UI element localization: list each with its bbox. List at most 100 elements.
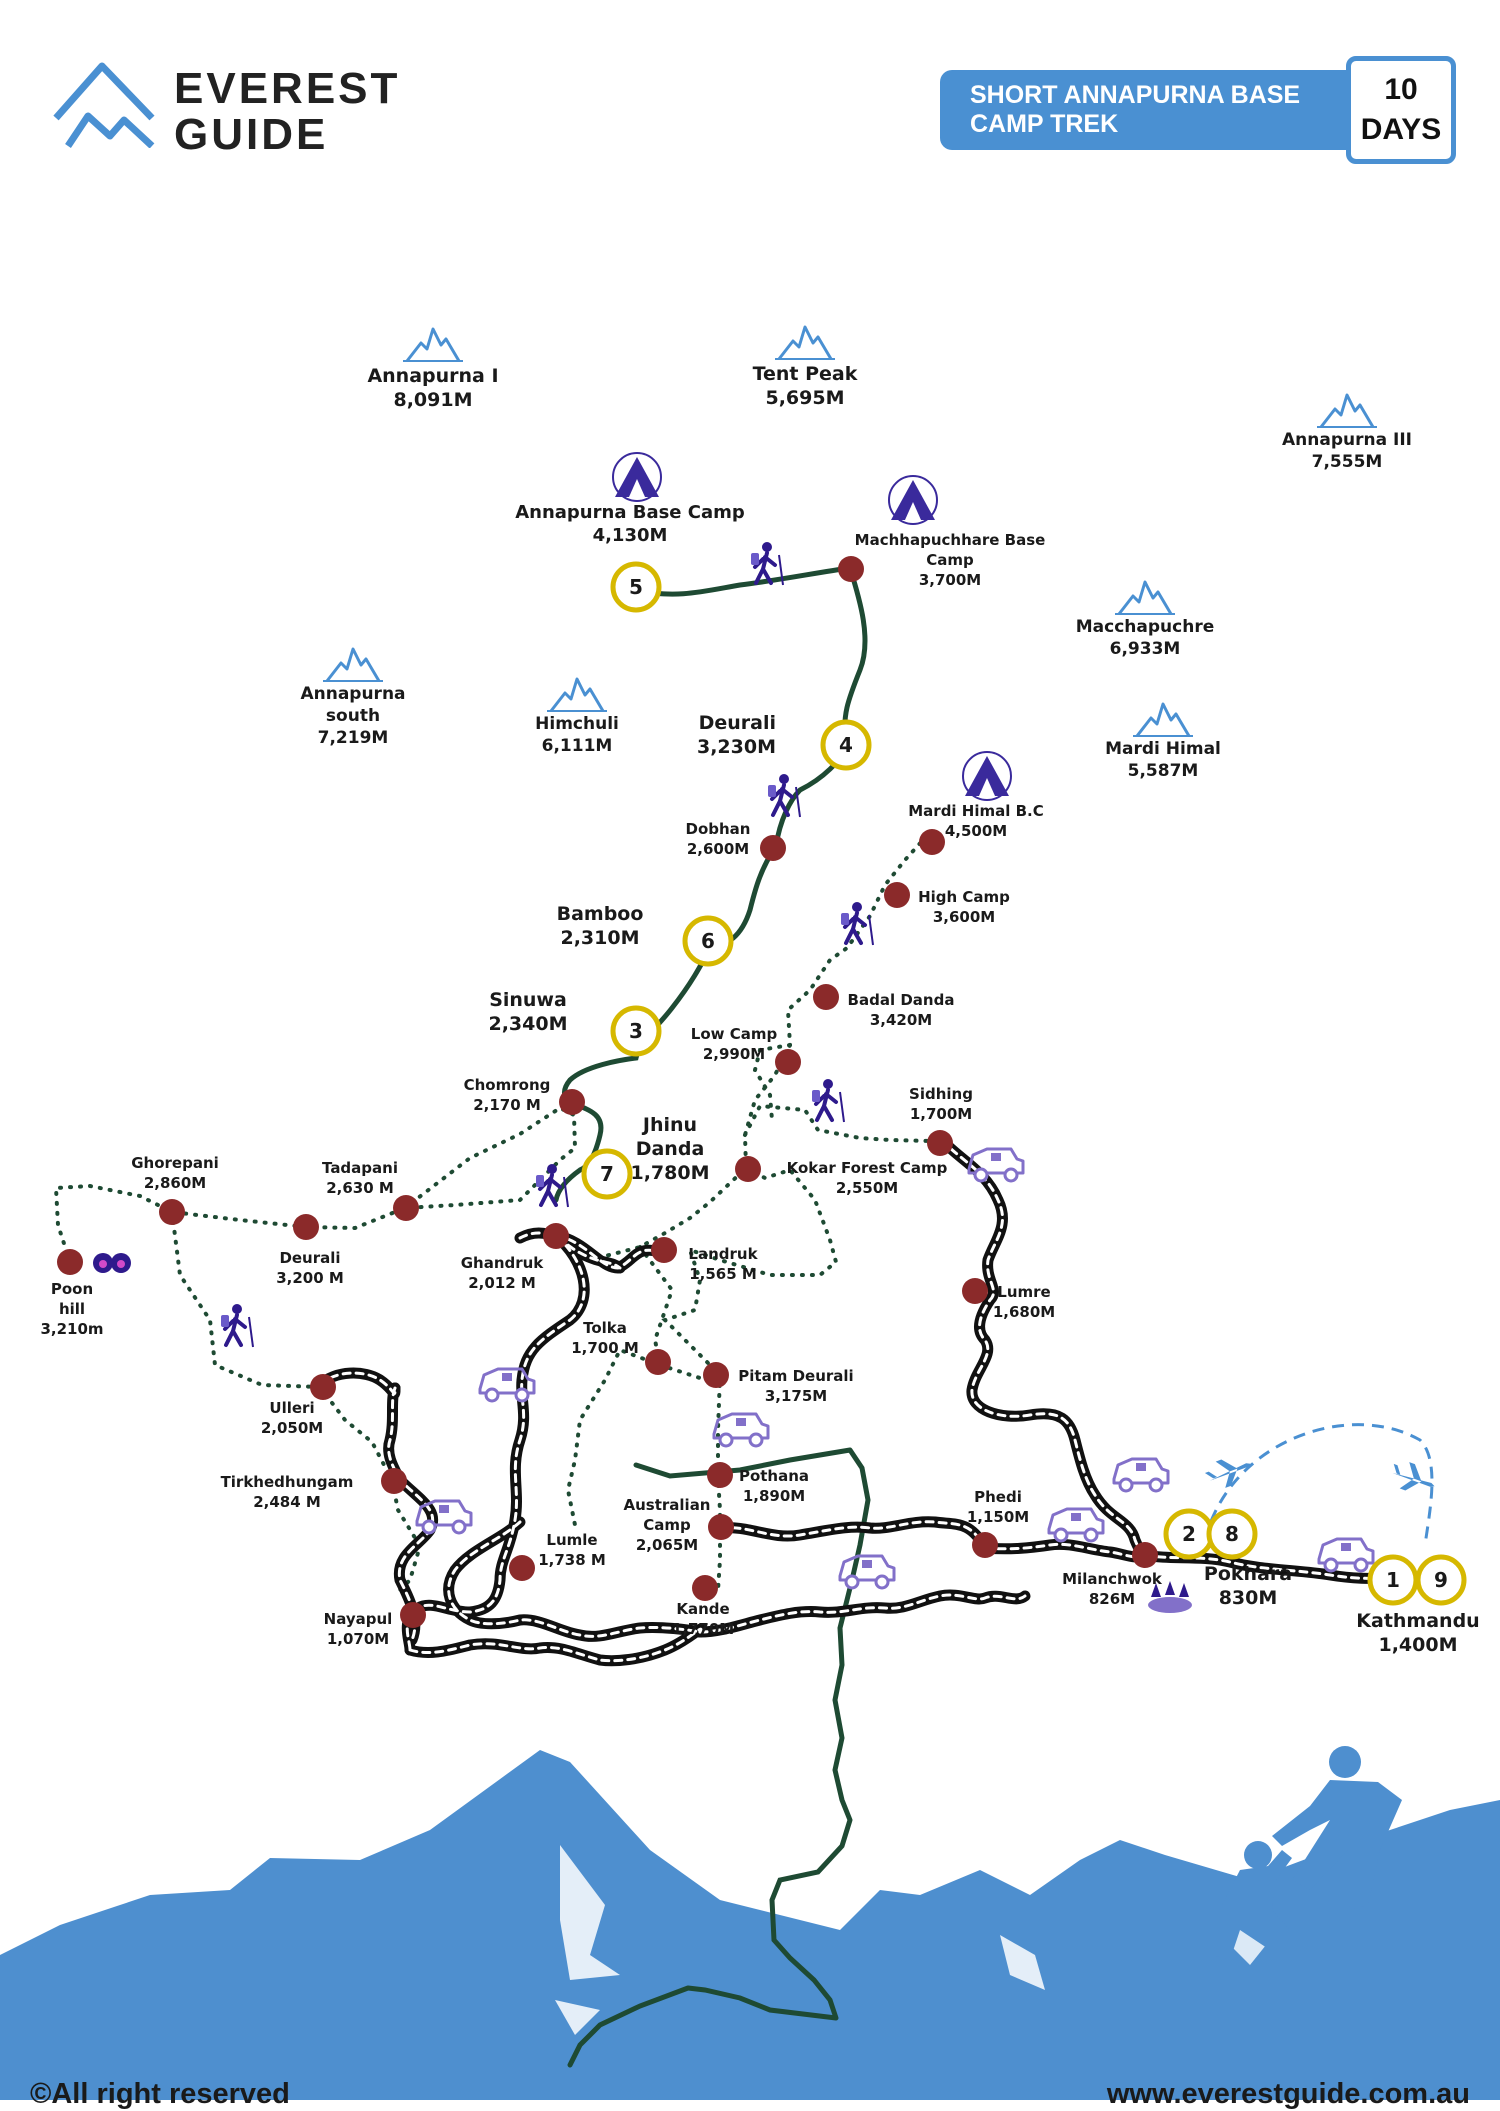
- mountain-silhouette: [0, 1750, 1500, 2100]
- waypoint-marker: [775, 1049, 801, 1075]
- waypoint-4-name: High Camp: [918, 888, 1010, 906]
- waypoint-marker: [972, 1532, 998, 1558]
- waypoint-22-name: Phedi: [974, 1488, 1022, 1506]
- peak-icon: [1315, 393, 1379, 429]
- days-badge: 10 DAYS: [1346, 56, 1456, 164]
- waypoint-5-name: Badal Danda: [848, 991, 955, 1009]
- day-7-number: 7: [600, 1162, 614, 1186]
- waypoint-15-elevation: 1,700 M: [571, 1339, 639, 1357]
- waypoint-marker: [838, 556, 864, 582]
- website-link[interactable]: www.everestguide.com.au: [1106, 2078, 1470, 2110]
- waypoint-16-elevation: 3,175M: [765, 1387, 827, 1405]
- waypoint-12-name: hill: [59, 1300, 85, 1318]
- day-6-ring: [682, 915, 734, 967]
- waypoint-10-elevation: 2,630 M: [326, 1179, 394, 1197]
- jeep-icon: [478, 1367, 536, 1403]
- lake-icon: [1148, 1581, 1192, 1613]
- peak-1-elevation: 5,695M: [765, 387, 844, 409]
- day-3-ring: [610, 1005, 662, 1057]
- waypoint-11-name: Deurali: [279, 1249, 340, 1267]
- waypoint-21-name: Camp: [643, 1516, 691, 1534]
- waypoint-marker: [651, 1237, 677, 1263]
- peak-0-elevation: 8,091M: [393, 389, 472, 411]
- waypoint-24-elevation: 1,738 M: [538, 1551, 606, 1569]
- waypoint-marker: [962, 1278, 988, 1304]
- waypoint-9-elevation: 2,860M: [144, 1174, 206, 1192]
- waypoint-2-elevation: 2,170 M: [473, 1096, 541, 1114]
- day-3-label-elevation: 2,340M: [488, 1013, 567, 1035]
- brand-line-1: EVEREST: [174, 64, 401, 113]
- day-1-label-elevation: 1,400M: [1378, 1634, 1457, 1656]
- waypoint-19-elevation: 2,484 M: [253, 1493, 321, 1511]
- day-6-label-name: Bamboo: [557, 903, 644, 925]
- waypoint-8-name: Kokar Forest Camp: [787, 1159, 948, 1177]
- waypoint-marker: [509, 1555, 535, 1581]
- waypoint-20-elevation: 1,890M: [743, 1487, 805, 1505]
- peak-5-name: Annapurna: [300, 684, 405, 704]
- waypoint-20-name: Pothana: [739, 1467, 809, 1485]
- waypoint-marker: [310, 1374, 336, 1400]
- peak-3-elevation: 6,933M: [1110, 639, 1181, 659]
- day-8-ring: [1206, 1508, 1258, 1560]
- peak-2-elevation: 7,555M: [1312, 452, 1383, 472]
- waypoint-19-name: Tirkhedhungam: [221, 1473, 354, 1491]
- peak-1-name: Tent Peak: [753, 363, 858, 385]
- waypoint-0-name: Machhapuchhare Base: [855, 531, 1046, 549]
- day-5-label-elevation: 4,130M: [593, 525, 668, 546]
- day-7-ring: [581, 1148, 633, 1200]
- waypoint-24-name: Lumle: [546, 1531, 597, 1549]
- jeep-icon: [967, 1147, 1025, 1183]
- camp-tent-icon: [962, 751, 1012, 801]
- camp-tent-icon: [612, 452, 662, 502]
- waypoint-17-name: Lumre: [997, 1283, 1050, 1301]
- waypoint-marker: [692, 1575, 718, 1601]
- trek-title: SHORT ANNAPURNA BASE CAMP TREK: [970, 81, 1301, 138]
- waypoint-13-name: Ghandruk: [461, 1254, 545, 1272]
- waypoint-18-elevation: 2,050M: [261, 1419, 323, 1437]
- waypoint-marker: [57, 1249, 83, 1275]
- waypoint-0-name: Camp: [926, 551, 974, 569]
- day-5-label-name: Annapurna Base Camp: [515, 502, 745, 523]
- day-4-label-elevation: 3,230M: [697, 736, 776, 758]
- waypoint-marker: [159, 1199, 185, 1225]
- waypoint-21-name: Australian: [624, 1496, 711, 1514]
- peak-5-name: south: [326, 706, 380, 726]
- waypoint-13-elevation: 2,012 M: [468, 1274, 536, 1292]
- waypoint-marker: [1132, 1542, 1158, 1568]
- day-6-number: 6: [701, 929, 715, 953]
- day-2-number: 2: [1182, 1522, 1196, 1546]
- waypoint-12-elevation: 3,210m: [40, 1320, 103, 1338]
- peak-0-name: Annapurna I: [367, 365, 498, 387]
- peak-icon: [321, 647, 385, 683]
- waypoint-marker: [735, 1156, 761, 1182]
- waypoint-0-elevation: 3,700M: [919, 571, 981, 589]
- peak-5-elevation: 7,219M: [318, 728, 389, 748]
- day-1-number: 1: [1386, 1568, 1400, 1592]
- waypoint-marker: [293, 1214, 319, 1240]
- waypoint-23-name: Milanchwok: [1062, 1570, 1163, 1588]
- peak-3-name: Macchapuchre: [1076, 617, 1214, 637]
- days-label: DAYS: [1360, 113, 1442, 146]
- waypoint-marker: [707, 1462, 733, 1488]
- waypoint-marker: [393, 1195, 419, 1221]
- jeep-icon: [712, 1412, 770, 1448]
- brand-logo: EVEREST GUIDE: [52, 58, 397, 158]
- waypoint-marker: [703, 1362, 729, 1388]
- peak-6-name: Himchuli: [535, 714, 619, 734]
- brand-line-2: GUIDE: [174, 110, 329, 159]
- waypoint-25-elevation: 1,770M: [672, 1620, 734, 1638]
- hiker-icon: [766, 772, 802, 819]
- plane-icon: [1202, 1450, 1256, 1493]
- camp-tent-icon: [888, 475, 938, 525]
- waypoint-2-name: Chomrong: [464, 1076, 551, 1094]
- day-6-label-elevation: 2,310M: [560, 927, 639, 949]
- waypoint-11-elevation: 3,200 M: [276, 1269, 344, 1287]
- waypoint-26-name: Nayapul: [324, 1610, 393, 1628]
- jeep-icon: [838, 1554, 896, 1590]
- peak-4-name: Mardi Himal: [1105, 739, 1221, 759]
- day-7-label-elevation: 1,780M: [630, 1162, 709, 1184]
- plane-icon: [1386, 1457, 1440, 1500]
- waypoint-12-name: Poon: [51, 1280, 93, 1298]
- waypoint-15-name: Tolka: [583, 1319, 627, 1337]
